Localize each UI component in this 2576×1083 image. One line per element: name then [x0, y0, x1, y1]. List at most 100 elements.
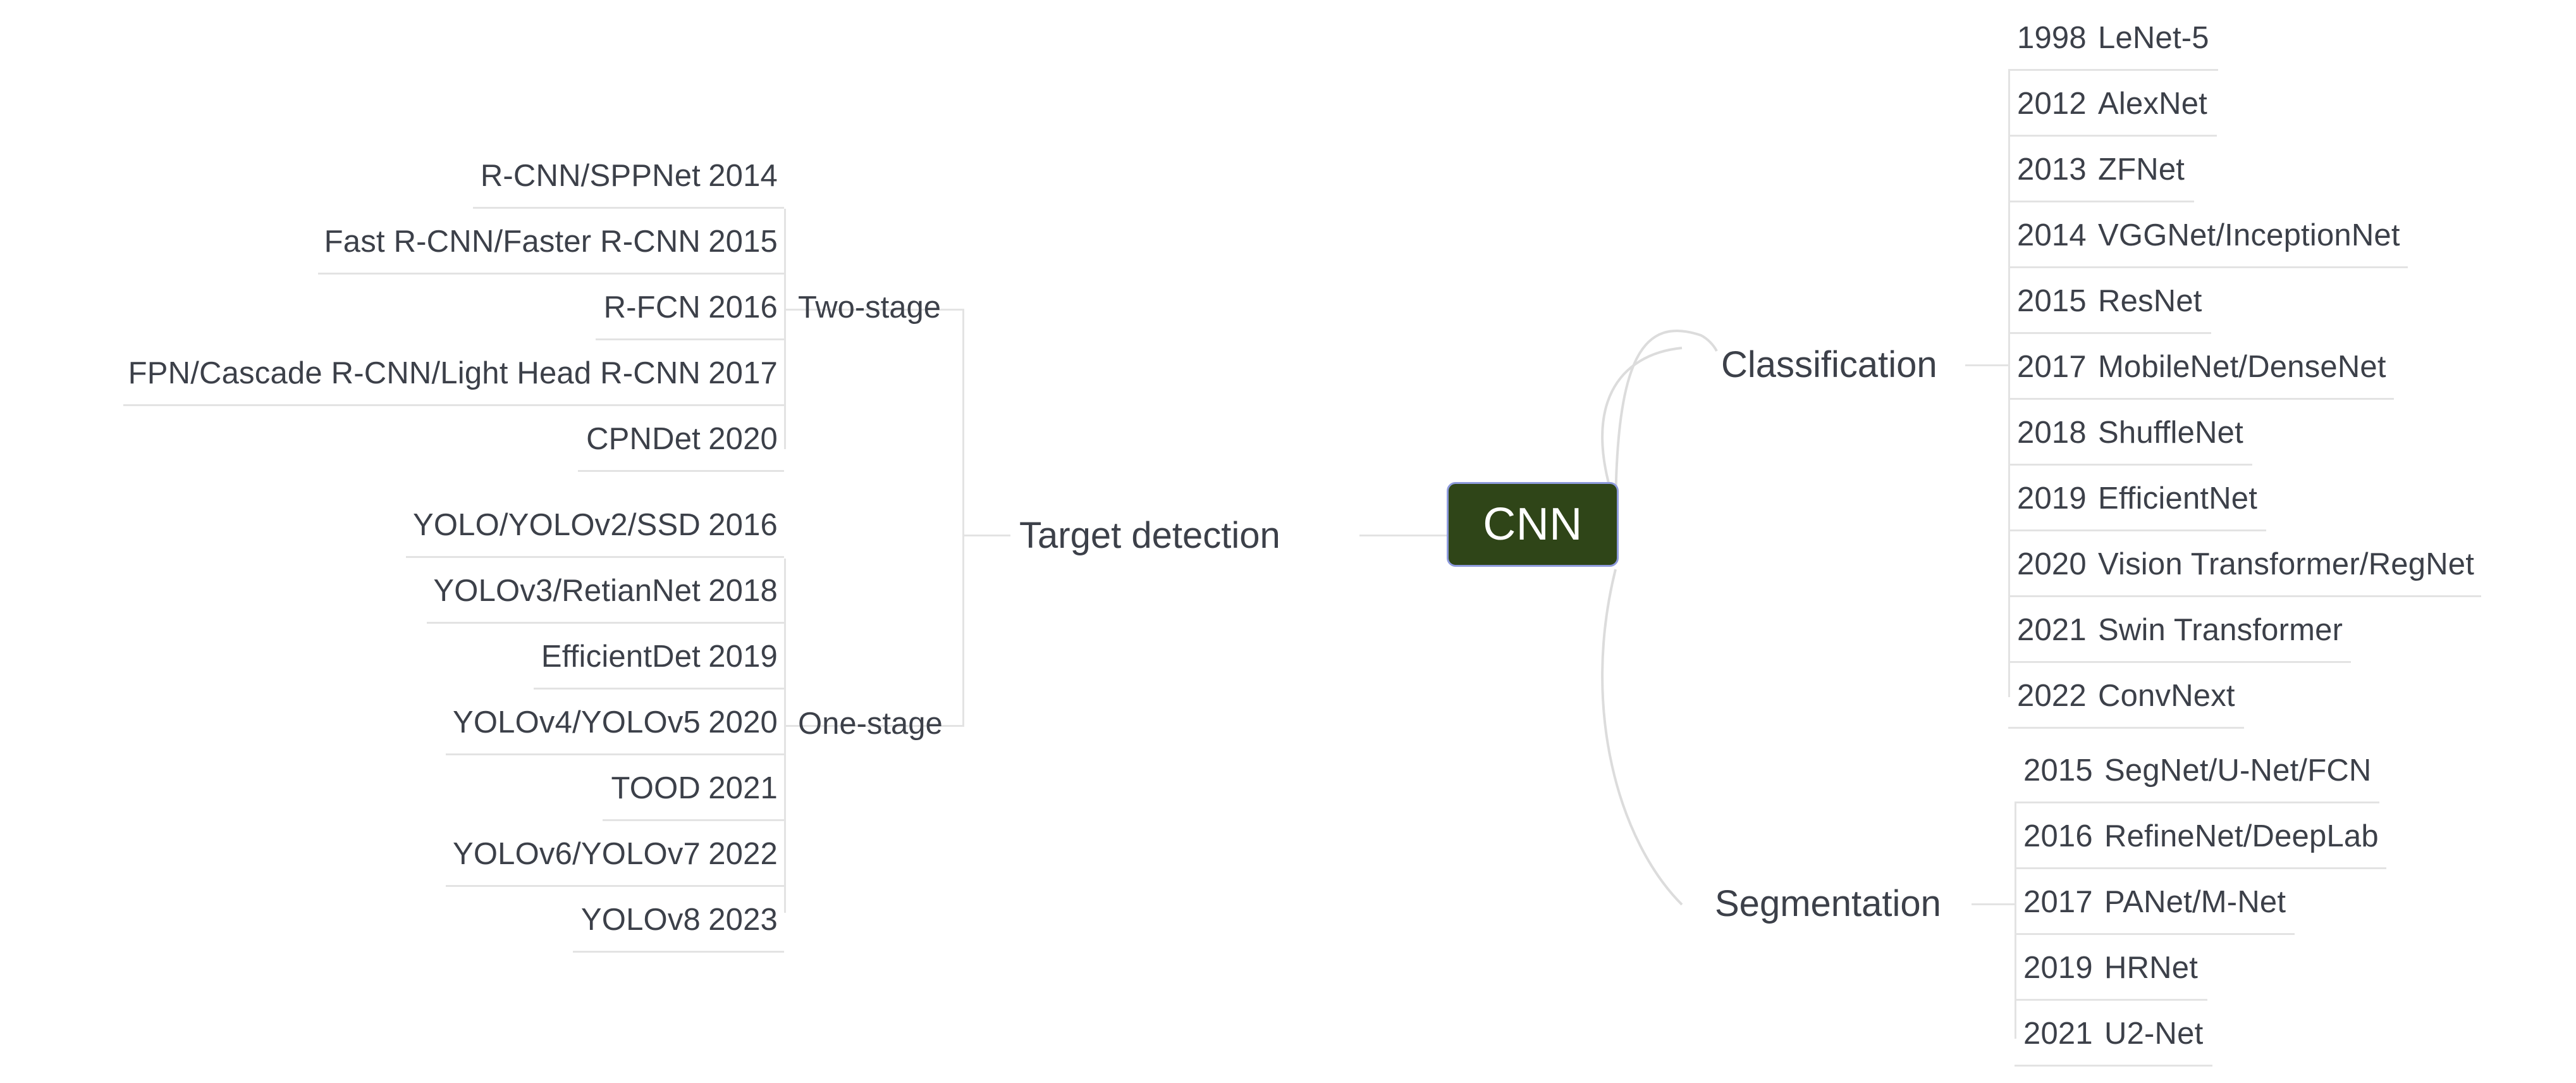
target-detection-inbound-stub — [962, 535, 1010, 536]
item-underline — [2008, 135, 2217, 137]
item-underline — [446, 885, 784, 887]
item-name: FPN/Cascade R-CNN/Light Head R-CNN — [128, 356, 701, 390]
segmentation-outbound-stub — [1972, 903, 2016, 905]
item-name: YOLOv3/RetianNet — [433, 573, 701, 608]
item-year: 2018 — [2017, 415, 2087, 450]
branch-one-stage[interactable]: One-stage — [798, 709, 943, 740]
list-item[interactable]: 2017 MobileNet/DenseNet — [2008, 334, 2394, 400]
topic-target-detection-label: Target detection — [1019, 515, 1280, 556]
item-name: PANet/M-Net — [2104, 884, 2286, 919]
item-year: 2018 — [708, 573, 778, 608]
topic-target-detection[interactable]: Target detection — [1019, 517, 1280, 554]
item-year: 2021 — [2017, 612, 2087, 647]
item-underline — [578, 470, 784, 472]
item-underline — [2015, 801, 2379, 803]
item-year: 2016 — [2023, 819, 2093, 853]
item-name: MobileNet/DenseNet — [2098, 349, 2386, 384]
item-year: 2014 — [2017, 218, 2087, 252]
item-name: ShuffleNet — [2098, 415, 2243, 450]
item-underline — [2008, 332, 2211, 334]
item-underline — [2008, 529, 2266, 531]
item-name: R-CNN/SPPNet — [480, 158, 701, 193]
item-name: SegNet/U-Net/FCN — [2104, 753, 2372, 788]
item-underline — [446, 753, 784, 755]
item-name: ResNet — [2098, 283, 2202, 318]
item-underline — [2015, 867, 2386, 869]
list-item[interactable]: 2016 RefineNet/DeepLab — [2015, 803, 2386, 869]
classification-spine — [2008, 71, 2010, 697]
one-stage-stub — [786, 725, 964, 727]
item-name: LeNet-5 — [2098, 20, 2209, 55]
list-item[interactable]: 2020 Vision Transformer/RegNet — [2008, 531, 2481, 597]
root-to-target-detection-link — [1359, 535, 1447, 536]
item-name: Swin Transformer — [2098, 612, 2343, 647]
list-item[interactable]: 1998 LeNet-5 — [2008, 5, 2218, 71]
item-year: 2016 — [708, 290, 778, 325]
topic-classification[interactable]: Classification — [1721, 347, 1937, 383]
item-year: 2017 — [2017, 349, 2087, 384]
item-underline — [2008, 201, 2194, 202]
item-year: 2019 — [708, 639, 778, 674]
item-year: 2019 — [2023, 950, 2093, 985]
item-underline — [603, 819, 784, 821]
item-year: 2020 — [2017, 547, 2087, 581]
classification-outbound-stub — [1965, 364, 2009, 366]
segmentation-spine — [2015, 803, 2016, 1039]
item-year: 2020 — [708, 705, 778, 740]
item-year: 2017 — [708, 356, 778, 390]
item-year: 2020 — [708, 421, 778, 456]
item-underline — [596, 338, 784, 340]
item-year: 1998 — [2017, 20, 2087, 55]
list-item[interactable]: 2018 ShuffleNet — [2008, 400, 2252, 466]
item-underline — [2008, 69, 2218, 71]
root-node-cnn[interactable]: CNN — [1447, 482, 1619, 567]
list-item[interactable]: 2021 Swin Transformer — [2008, 597, 2351, 663]
item-underline — [2008, 266, 2408, 268]
item-year: 2021 — [708, 770, 778, 805]
branch-two-stage[interactable]: Two-stage — [798, 292, 941, 323]
item-underline — [123, 404, 784, 406]
item-underline — [473, 207, 784, 209]
item-name: R-FCN — [603, 290, 701, 325]
list-item[interactable]: 2019 EfficientNet — [2008, 466, 2266, 531]
item-name: Vision Transformer/RegNet — [2098, 547, 2475, 581]
item-underline — [573, 951, 784, 953]
item-year: 2015 — [708, 224, 778, 259]
item-name: RefineNet/DeepLab — [2104, 819, 2379, 853]
item-year: 2019 — [2017, 481, 2087, 516]
item-name: TOOD — [611, 770, 701, 805]
item-name: CPNDet — [586, 421, 701, 456]
item-name: U2-Net — [2104, 1016, 2204, 1051]
item-underline — [318, 273, 784, 275]
item-underline — [2015, 933, 2295, 935]
item-name: ZFNet — [2098, 152, 2185, 187]
two-stage-stub — [786, 309, 964, 311]
item-year: 2014 — [708, 158, 778, 193]
item-name: EfficientNet — [2098, 481, 2258, 516]
item-underline — [534, 688, 784, 690]
topic-segmentation[interactable]: Segmentation — [1715, 886, 1941, 922]
item-name: EfficientDet — [541, 639, 701, 674]
